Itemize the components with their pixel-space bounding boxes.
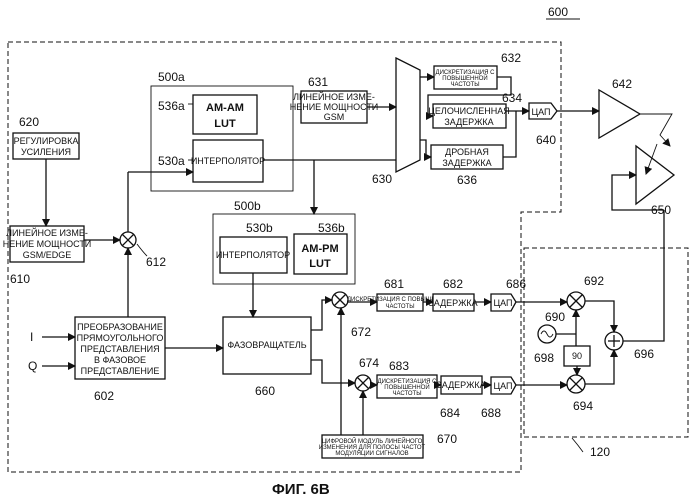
ref-670: 670: [437, 432, 457, 446]
ref-683: 683: [389, 359, 409, 373]
ref-602: 602: [94, 389, 114, 403]
ref-681: 681: [384, 277, 404, 291]
gain-control-label-2: УСИЛЕНИЯ: [21, 147, 71, 157]
r2p-label-1: ПРЕОБРАЗОВАНИЕ: [77, 322, 163, 332]
ref-632: 632: [501, 51, 521, 65]
dm-label-1: ЦИФРОВОЙ МОДУЛЬ ЛИНЕЙНОГО: [322, 437, 423, 445]
ref-672: 672: [351, 325, 371, 339]
input-q-label: Q: [28, 359, 37, 373]
ref-642: 642: [612, 77, 632, 91]
ref-636: 636: [457, 173, 477, 187]
am-pm-lut-label-2: LUT: [309, 258, 331, 270]
r2p-label-5: ПРЕДСТАВЛЕНИЕ: [81, 366, 160, 376]
ref-612: 612: [146, 255, 166, 269]
os-q-label-2: ПОВЫШЕННОЙ: [384, 383, 429, 391]
mux-630: [396, 58, 420, 172]
r2p-label-4: В ФАЗОВОЕ: [94, 355, 146, 365]
ref-630: 630: [372, 172, 392, 186]
ref-620: 620: [19, 115, 39, 129]
lp-gsm-label-3: GSM: [324, 112, 345, 122]
am-am-lut-label-2: LUT: [214, 118, 236, 130]
ref-631: 631: [308, 75, 328, 89]
ref-674: 674: [359, 356, 379, 370]
ref-500b: 500b: [234, 199, 261, 213]
ref-684: 684: [440, 406, 460, 420]
int-delay-label-2: ЗАДЕРЖКА: [444, 117, 493, 127]
ref-530b: 530b: [246, 221, 273, 235]
ref-640: 640: [536, 133, 556, 147]
ref-536b: 536b: [318, 221, 345, 235]
ref-696: 696: [634, 347, 654, 361]
lp-gsm-label-2: НЕНИЕ МОЩНОСТИ: [290, 102, 379, 112]
amplifier-642: [599, 90, 640, 138]
phase-rotator-label: ФАЗОВРАЩАТЕЛЬ: [227, 340, 306, 350]
ref-692: 692: [584, 274, 604, 288]
os-i-label-2: ЧАСТОТЫ: [385, 304, 414, 310]
ref-120: 120: [590, 445, 610, 459]
ref-694: 694: [573, 399, 593, 413]
ref-660: 660: [255, 384, 275, 398]
dac-i-label: ЦАП: [493, 298, 512, 308]
lp-gsm-label-1: ЛИНЕЙНОЕ ИЗМЕ-: [293, 91, 375, 102]
ref-690: 690: [545, 310, 565, 324]
am-pm-lut-label-1: AM-PM: [301, 243, 338, 255]
r2p-label-3: ПРЕДСТАВЛЕНИЯ: [80, 344, 159, 354]
lp-gsm-edge-label-3: GSM/EDGE: [23, 250, 72, 260]
figure-caption: ФИГ. 6В: [272, 481, 330, 498]
os-top-label-2: ПОВЫШЕННОЙ: [442, 74, 487, 82]
amplifier-650: [636, 146, 674, 204]
ref-530a: 530a: [158, 154, 185, 168]
ref-500a: 500a: [158, 70, 185, 84]
quadrature-90-label: 90: [572, 351, 582, 361]
lp-gsm-edge-label-1: ЛИНЕЙНОЕ ИЗМЕ-: [6, 227, 88, 238]
ref-698: 698: [534, 351, 554, 365]
input-i-label: I: [30, 330, 33, 344]
interpolator-b-label: ИНТЕРПОЛЯТОР: [216, 250, 290, 260]
frac-delay-label-2: ЗАДЕРЖКА: [442, 158, 491, 168]
ref-634: 634: [502, 91, 522, 105]
frac-delay-label-1: ДРОБНАЯ: [445, 147, 489, 157]
ref-536a: 536a: [158, 99, 185, 113]
r2p-label-2: ПРЯМОУГОЛЬНОГО: [77, 333, 164, 343]
figure-number: 600: [548, 5, 568, 19]
am-am-lut-label-1: AM-AM: [206, 102, 244, 114]
delay-q-label: ЗАДЕРЖКА: [436, 380, 485, 390]
int-delay-label-1: ЦЕЛОЧИСЛЕННАЯ: [428, 106, 509, 116]
dm-label-3: МОДУЛЯЦИИ СИГНАЛОВ: [335, 451, 408, 457]
dac-top-label: ЦАП: [531, 107, 550, 117]
ref-610: 610: [10, 272, 30, 286]
dac-q-label: ЦАП: [493, 381, 512, 391]
gain-control-label-1: РЕГУЛИРОВКА: [14, 136, 79, 146]
ref-688: 688: [481, 406, 501, 420]
delay-i-label: ЗАДЕРЖКА: [428, 298, 477, 308]
interpolator-a-label: ИНТЕРПОЛЯТОР: [191, 156, 265, 166]
os-q-label-3: ЧАСТОТЫ: [392, 391, 421, 397]
os-top-label-3: ЧАСТОТЫ: [450, 82, 479, 88]
ref-686: 686: [506, 277, 526, 291]
lp-gsm-edge-label-2: НЕНИЕ МОЩНОСТИ: [3, 239, 92, 249]
ref-682: 682: [443, 277, 463, 291]
